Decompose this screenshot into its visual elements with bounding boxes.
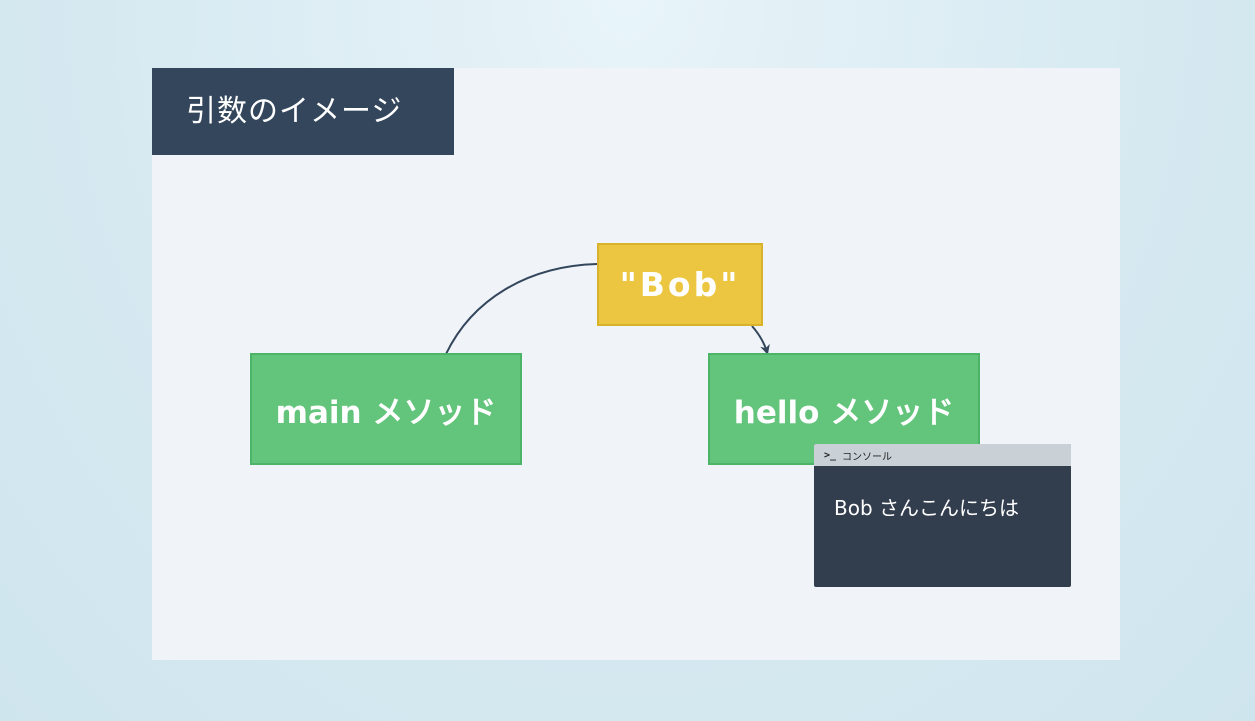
- arrow-argument-to-hello: [751, 325, 770, 355]
- argument-value-box: "Bob": [597, 243, 763, 326]
- terminal-prompt-icon: >_: [824, 449, 837, 461]
- slide-title: 引数のイメージ: [152, 68, 454, 155]
- console-title-bar: >_ コンソール: [814, 444, 1071, 466]
- console-title: コンソール: [842, 451, 893, 463]
- console-output-text: Bob さんこんにちは: [834, 496, 1020, 520]
- slide-canvas: 引数のイメージ main メソッド hello メソッド "Bob" >_ コン…: [152, 68, 1120, 660]
- main-method-box: main メソッド: [250, 353, 522, 465]
- console-window: >_ コンソール Bob さんこんにちは: [814, 444, 1071, 587]
- arrow-main-to-argument: [445, 263, 598, 355]
- argument-flow-arrows: [445, 263, 770, 355]
